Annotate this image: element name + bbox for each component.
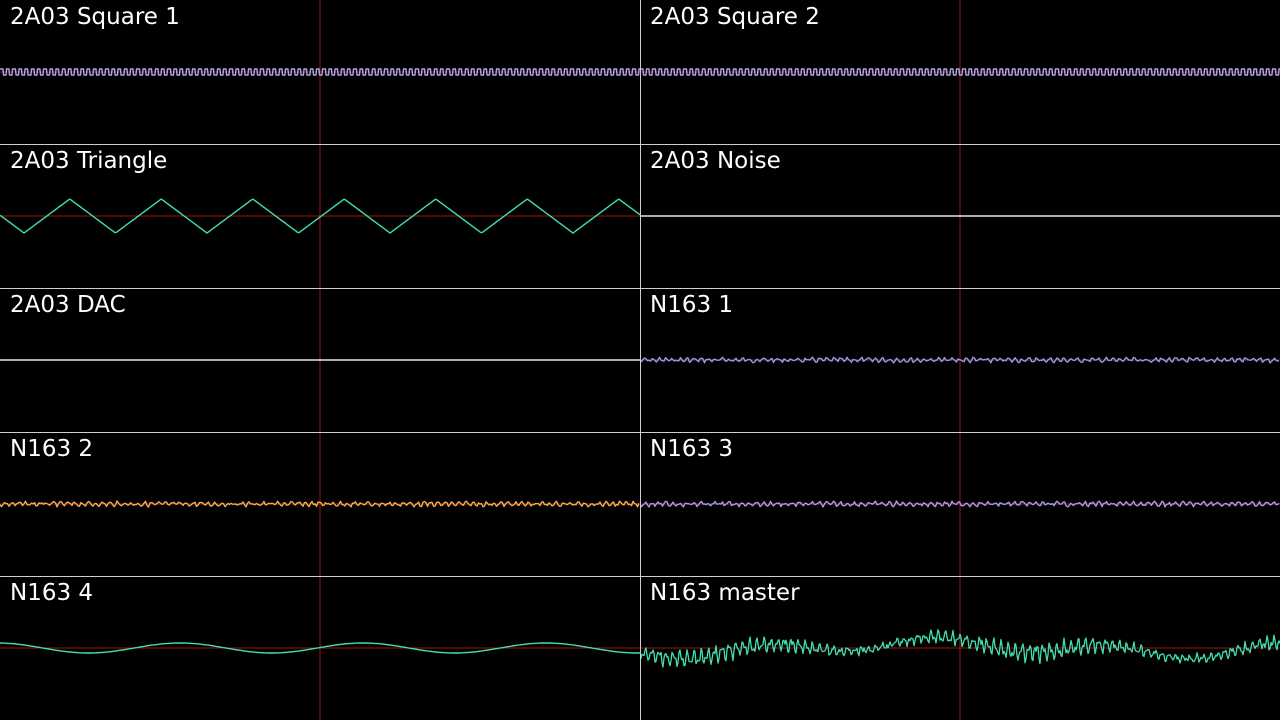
channel-panel-n163-3: N163 3 bbox=[640, 432, 1280, 576]
waveform-trace bbox=[0, 68, 640, 76]
channel-label: 2A03 Triangle bbox=[10, 148, 168, 174]
channel-label: N163 1 bbox=[650, 292, 734, 318]
waveform-trace bbox=[640, 500, 1280, 508]
channel-panel-n163-4: N163 4 bbox=[0, 576, 640, 720]
channel-panel-2a03-triangle: 2A03 Triangle bbox=[0, 144, 640, 288]
channel-label: N163 4 bbox=[10, 580, 94, 606]
channel-panel-2a03-square-2: 2A03 Square 2 bbox=[640, 0, 1280, 144]
channel-label: 2A03 Noise bbox=[650, 148, 781, 174]
channel-label: 2A03 Square 2 bbox=[650, 4, 820, 30]
channel-panel-2a03-square-1: 2A03 Square 1 bbox=[0, 0, 640, 144]
waveform-n163-1 bbox=[640, 288, 1280, 432]
channel-panel-n163-1: N163 1 bbox=[640, 288, 1280, 432]
row-divider bbox=[0, 576, 1280, 577]
waveform-n163-master bbox=[640, 576, 1280, 720]
channel-panel-2a03-noise: 2A03 Noise bbox=[640, 144, 1280, 288]
waveform-trace bbox=[640, 629, 1280, 668]
channel-panel-2a03-dac: 2A03 DAC bbox=[0, 288, 640, 432]
waveform-2a03-dac bbox=[0, 288, 640, 432]
channel-panel-n163-master: N163 master bbox=[640, 576, 1280, 720]
row-divider bbox=[0, 144, 1280, 145]
waveform-trace bbox=[0, 500, 640, 508]
channel-label: N163 3 bbox=[650, 436, 734, 462]
waveform-trace bbox=[640, 68, 1280, 76]
channel-label: 2A03 DAC bbox=[10, 292, 126, 318]
waveform-2a03-square-1 bbox=[0, 0, 640, 144]
waveform-trace bbox=[0, 198, 640, 234]
row-divider bbox=[0, 432, 1280, 433]
waveform-n163-2 bbox=[0, 432, 640, 576]
waveform-2a03-noise bbox=[640, 144, 1280, 288]
channel-label: N163 master bbox=[650, 580, 800, 606]
waveform-trace bbox=[640, 356, 1280, 364]
channel-panel-n163-2: N163 2 bbox=[0, 432, 640, 576]
row-divider bbox=[0, 288, 1280, 289]
waveform-2a03-square-2 bbox=[640, 0, 1280, 144]
waveform-n163-4 bbox=[0, 576, 640, 720]
channel-label: 2A03 Square 1 bbox=[10, 4, 180, 30]
waveform-2a03-triangle bbox=[0, 144, 640, 288]
waveform-n163-3 bbox=[640, 432, 1280, 576]
channel-label: N163 2 bbox=[10, 436, 94, 462]
column-divider bbox=[640, 0, 641, 720]
waveform-trace bbox=[0, 642, 640, 654]
